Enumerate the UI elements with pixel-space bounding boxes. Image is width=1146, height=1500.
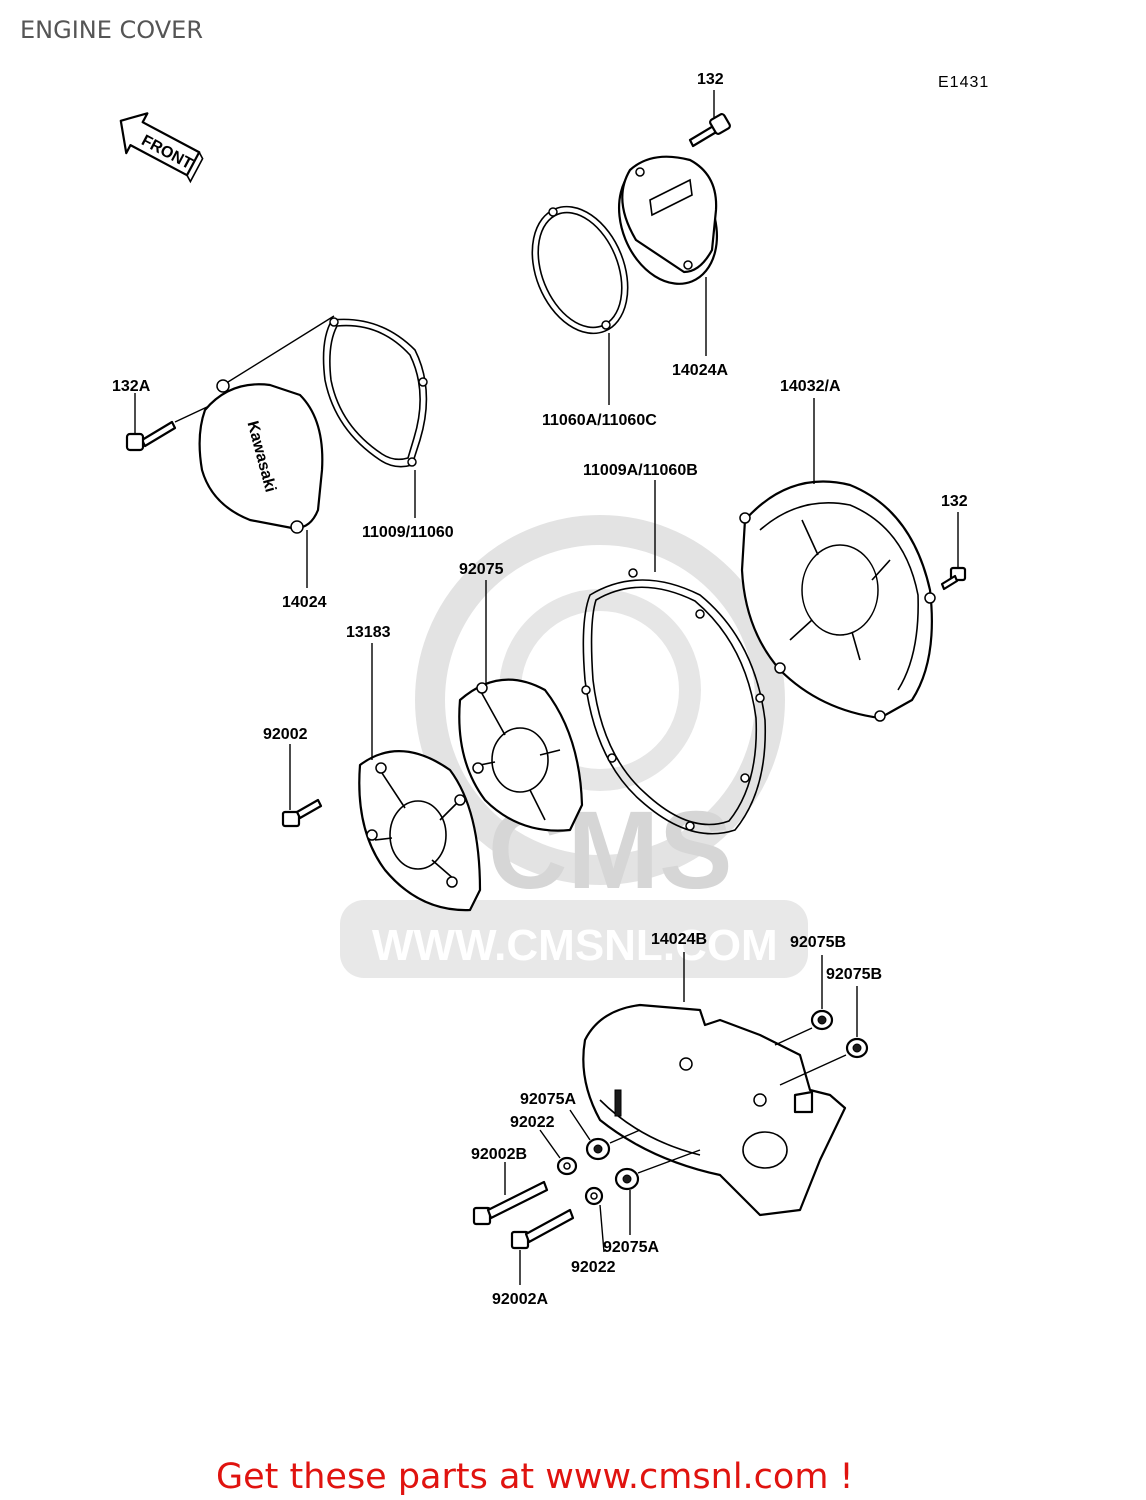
- grommet-92075a-2: [614, 1167, 640, 1191]
- label-cover-14024b: 14024B: [651, 931, 707, 948]
- label-washer-92022-1: 92022: [510, 1114, 555, 1131]
- bolt-132-right: [940, 566, 967, 591]
- label-cover-14032: 14032/A: [780, 378, 841, 395]
- label-grommet-92075b-2: 92075B: [826, 966, 882, 983]
- grommet-92075a-1: [585, 1137, 611, 1161]
- label-grommet-92075a-1: 92075A: [520, 1091, 576, 1108]
- label-gasket-11009a: 11009A/11060B: [583, 462, 698, 479]
- front-arrow-icon: FRONT: [119, 112, 204, 184]
- plate-92075: [458, 678, 584, 832]
- label-gasket-11060a: 11060A/11060C: [542, 412, 657, 429]
- plate-13183: [358, 750, 482, 912]
- clutch-cover-14032: [739, 480, 936, 722]
- label-cover-14024a: 14024A: [672, 362, 728, 379]
- grommet-92075b-1: [810, 1009, 834, 1031]
- label-plate-92075: 92075: [459, 561, 504, 578]
- diagram-title: ENGINE COVER: [20, 16, 203, 44]
- label-bolt-92002a: 92002A: [492, 1291, 548, 1308]
- left-cover-14024: Kawasaki: [198, 379, 324, 534]
- label-gasket-11009: 11009/11060: [362, 524, 454, 541]
- label-grommet-92075a-2: 92075A: [603, 1239, 659, 1256]
- grommet-92075b-2: [845, 1037, 869, 1059]
- gasket-11009: [322, 317, 428, 468]
- label-plate-13183: 13183: [346, 624, 391, 641]
- small-cover-14024a: [617, 155, 719, 285]
- bolt-92002a: [510, 1208, 575, 1250]
- bolt-132-top: [688, 113, 731, 148]
- bolt-92002: [281, 798, 323, 828]
- bolt-92002b: [472, 1180, 549, 1226]
- label-grommet-92075b-1: 92075B: [790, 934, 846, 951]
- label-cover-14024: 14024: [282, 594, 327, 611]
- washer-92022-2: [584, 1186, 604, 1206]
- label-bolt-132a: 132A: [112, 378, 151, 395]
- promo-link[interactable]: Get these parts at www.cmsnl.com !: [216, 1457, 854, 1497]
- gasket-11009a: [581, 568, 767, 835]
- chain-cover-14024b: [582, 1003, 847, 1217]
- diagram-code: E1431: [938, 74, 989, 91]
- label-bolt-92002: 92002: [263, 726, 308, 743]
- label-bolt-132-top: 132: [697, 71, 724, 88]
- label-bolt-92002b: 92002B: [471, 1146, 527, 1163]
- label-bolt-132-right: 132: [941, 493, 968, 510]
- gasket-11060a: [531, 205, 629, 335]
- watermark-url: WWW.CMSNL.COM: [372, 921, 778, 970]
- washer-92022-1: [556, 1156, 578, 1176]
- label-washer-92022-2: 92022: [571, 1259, 616, 1276]
- bolt-132a: [125, 420, 177, 452]
